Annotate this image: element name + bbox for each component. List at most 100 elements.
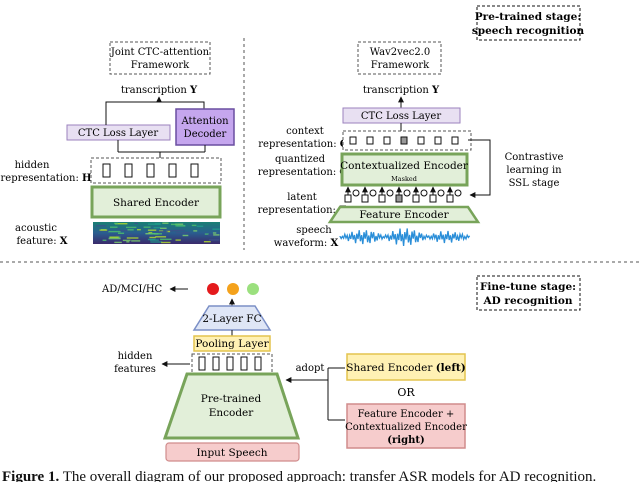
finetune-hidden-tokens: [198, 356, 262, 371]
right-box-line2: Contextualized Encoder: [345, 422, 467, 433]
spectrogram-streak: [134, 222, 138, 224]
attention-decoder-line1: Attention: [180, 116, 229, 127]
adopt-label: adopt: [296, 363, 325, 374]
finetune-stage-line2: AD recognition: [483, 295, 573, 307]
output-dot-mci: [227, 283, 239, 295]
spectrogram-streak: [213, 234, 220, 236]
spectrogram-streak: [208, 239, 220, 241]
finetune-hidden-line2: features: [114, 364, 156, 375]
joint-framework-line2: Framework: [131, 60, 190, 71]
latent-token: [412, 194, 420, 203]
quantized-token: [352, 189, 360, 197]
pretrained-encoder-line1: Pre-trained: [201, 393, 262, 405]
spectrogram-streak: [212, 228, 220, 230]
spectrogram-streak: [175, 232, 188, 234]
latent-token: [361, 194, 369, 203]
spectrogram-streak: [171, 223, 178, 226]
quantized-token: [454, 189, 462, 197]
spectrogram-streak: [109, 236, 119, 238]
feature-encoder: [327, 205, 481, 224]
caption-text: The overall diagram of our proposed appr…: [62, 469, 597, 482]
context-token: [434, 136, 442, 145]
spectrogram-streak: [193, 230, 198, 232]
fc-layer: [192, 305, 272, 331]
spectrogram-streak: [114, 241, 122, 244]
context-tokens: [349, 136, 459, 145]
wav2vec-latent-line2: representation: Z: [258, 205, 347, 216]
spectrogram-streak: [147, 229, 157, 231]
spectrogram-streak: [118, 232, 125, 234]
masked-label: Masked: [391, 175, 417, 183]
quantized-token: [369, 189, 377, 197]
spectrogram-streak: [212, 232, 217, 234]
spectrogram-streak: [204, 233, 209, 235]
spectrogram-streak: [160, 238, 172, 240]
wav2vec-latent-line1: latent: [287, 192, 317, 203]
spectrogram-streak: [122, 239, 131, 242]
spectrogram-streak: [196, 225, 204, 227]
joint-shared-encoder: [90, 185, 222, 219]
context-token: [451, 136, 459, 145]
wav2vec-context-line2: representation: C: [258, 139, 348, 150]
finetune-output-label: AD/MCI/HC: [101, 284, 163, 295]
spectrogram-streak: [116, 228, 120, 230]
right-box-tag: (right): [387, 435, 424, 446]
contrastive-bracket: [469, 139, 491, 198]
spectrogram-streak: [126, 237, 139, 239]
pooling-layer-label: Pooling Layer: [195, 338, 269, 350]
spectrogram-streak: [155, 236, 167, 238]
spectrogram-streak: [153, 227, 161, 229]
spectrogram-streak: [131, 240, 141, 242]
spectrogram-streak: [184, 231, 190, 234]
spectrogram-streak: [175, 223, 184, 225]
spectrogram-streak: [114, 222, 118, 225]
spectrogram-streak: [127, 229, 134, 231]
or-label: OR: [397, 386, 415, 399]
spectrogram-streak: [168, 230, 179, 232]
spectrogram-streak: [161, 241, 171, 244]
latent-token: [378, 194, 386, 203]
wav2vec-quantized-line1: quantized: [275, 154, 326, 165]
speech-waveform-image: [339, 228, 471, 246]
joint-hidden-box: [90, 157, 222, 184]
spectrogram-streak: [115, 223, 128, 225]
context-token: [366, 136, 374, 145]
spectrogram-streak: [108, 230, 121, 233]
attention-decoder-line2: Decoder: [184, 129, 227, 140]
wav2vec-quantized-line2: representation: Q: [258, 167, 349, 178]
context-token: [383, 136, 391, 145]
spectrogram-streak: [102, 239, 107, 241]
spectrogram-streak: [148, 232, 153, 234]
joint-ctc-attention-panel: Joint CTC-attention Framework transcript…: [1, 41, 235, 247]
attention-decoder: [175, 108, 235, 146]
wav2vec-transcription-label: transcription Y: [363, 85, 440, 96]
spectrogram-streak: [149, 236, 156, 239]
context-token: [349, 136, 357, 145]
latent-token: [446, 194, 454, 203]
fc-layer-label: 2-Layer FC: [202, 313, 261, 325]
context-token: [417, 136, 425, 145]
spectrogram-streak: [175, 225, 186, 227]
finetune-panel: AD/MCI/HC 2-Layer FC Pooling Layer hidde…: [101, 283, 467, 462]
quantized-token: [437, 189, 445, 197]
latent-token: [429, 194, 437, 203]
spectrogram-streak: [99, 229, 108, 231]
wav2vec-speech-line1: speech: [296, 225, 332, 236]
pretrain-stage-label: Pre-trained stage: speech recognition: [472, 5, 585, 41]
spectrogram-streak: [126, 226, 137, 229]
context-token: [400, 136, 408, 145]
latent-token: [344, 194, 352, 203]
joint-hidden-line2: representation: H: [1, 173, 92, 184]
spectrogram-streak: [99, 230, 109, 232]
spectrogram-streak: [108, 237, 121, 240]
spectrogram-streak: [143, 226, 151, 228]
feature-contextualized-right-box: [346, 403, 466, 449]
joint-framework-line1: Joint CTC-attention: [110, 47, 210, 58]
input-speech-box: [165, 442, 300, 462]
latent-token: [395, 194, 403, 203]
wav2vec-framework-line2: Framework: [371, 60, 430, 71]
spectrogram-streak: [150, 239, 159, 241]
shared-encoder-left-label: Shared Encoder (left): [346, 362, 465, 374]
